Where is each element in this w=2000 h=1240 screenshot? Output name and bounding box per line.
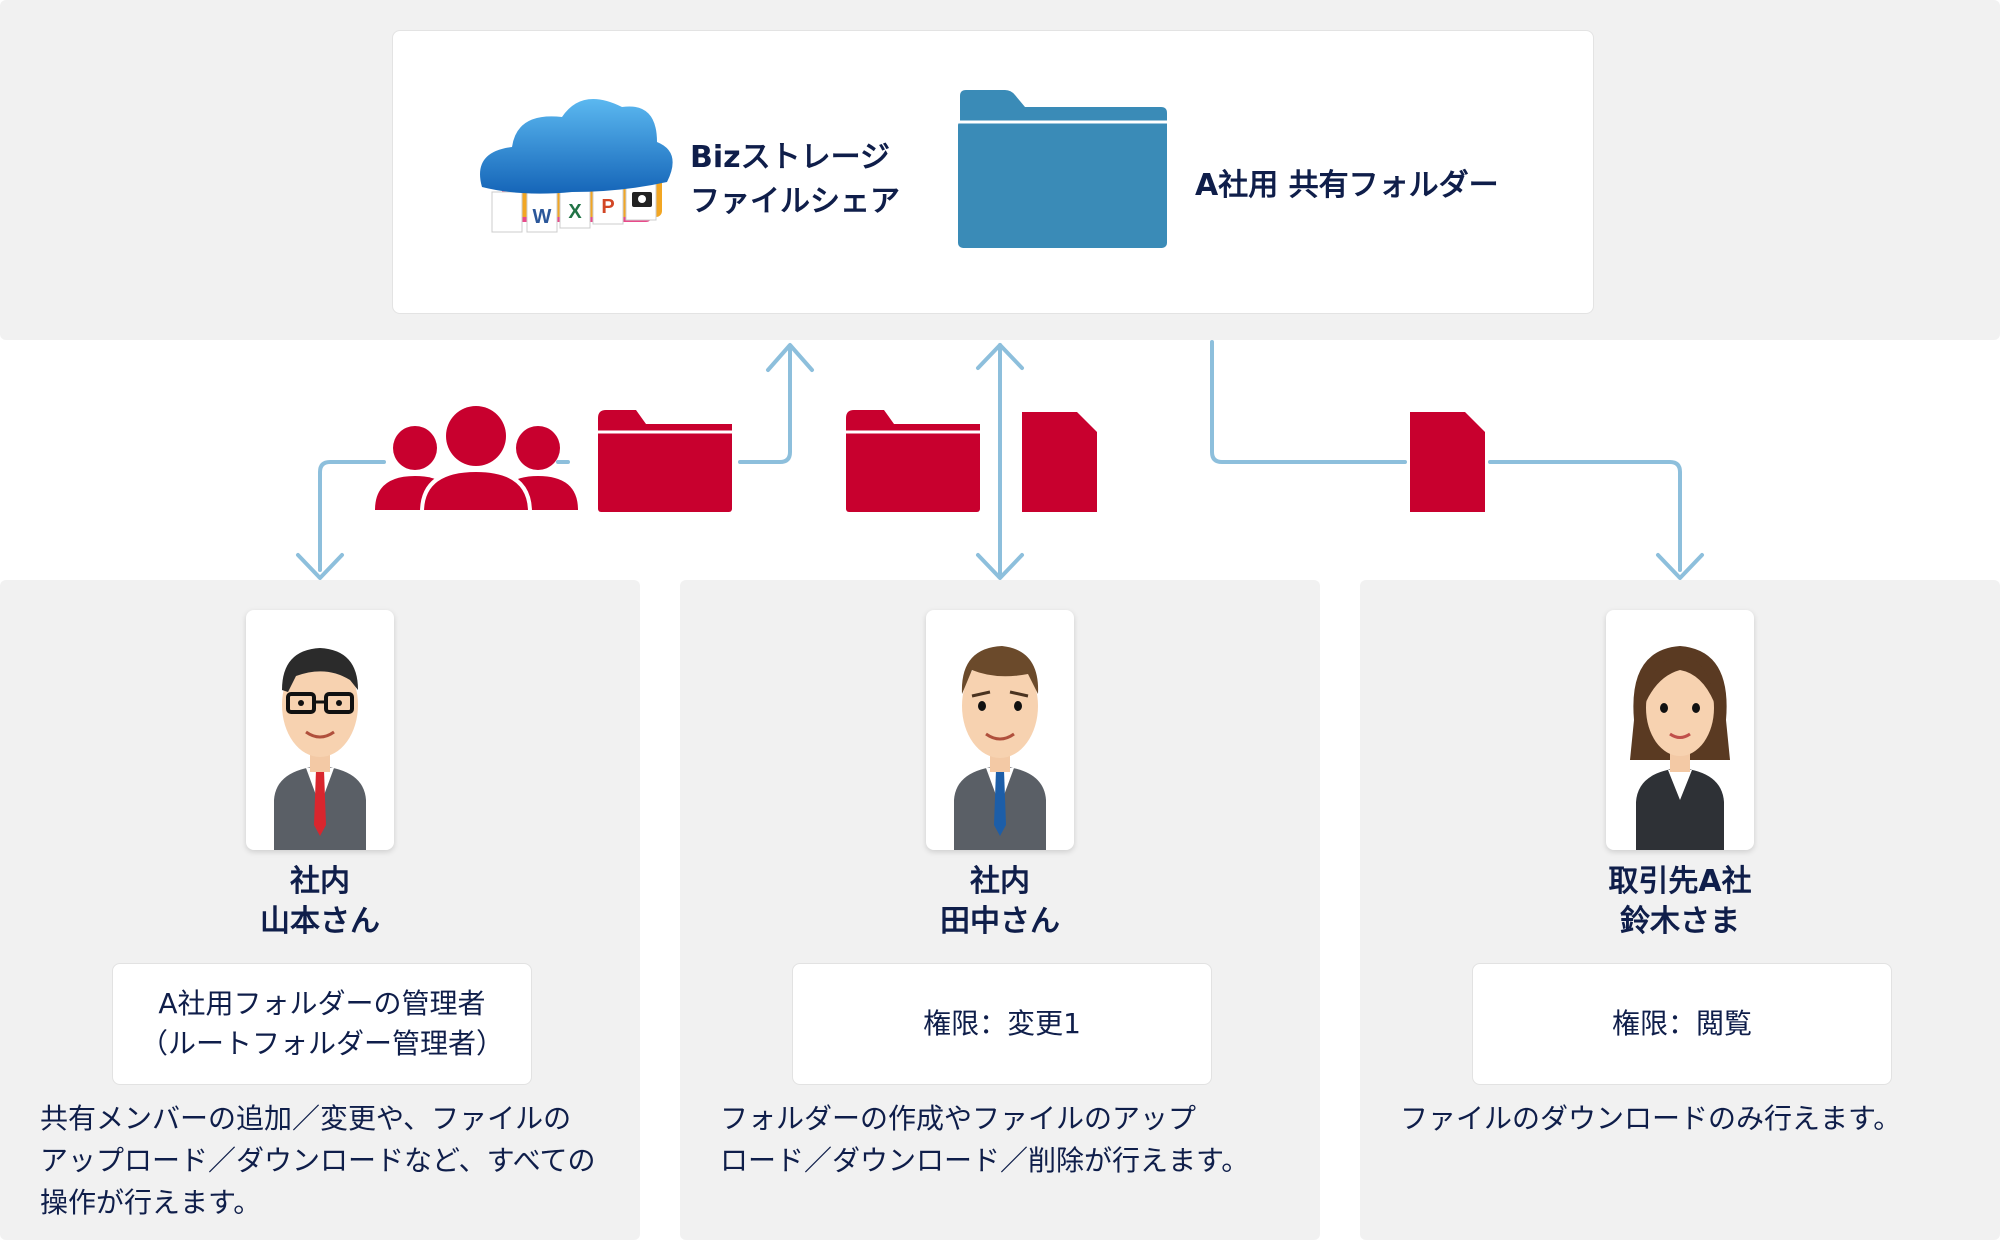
file-letter-w: W	[533, 206, 552, 228]
shared-folder-icon	[958, 90, 1167, 248]
red-file-center-icon	[1022, 412, 1097, 512]
description-line: アップロード／ダウンロードなど、すべての	[40, 1144, 596, 1177]
name-label: 鈴木さま	[1620, 904, 1740, 939]
arrow-head-down-center	[976, 553, 1024, 580]
person-name-yamamoto: 社内 山本さん	[170, 862, 470, 942]
cloud-storage-icon: W X P	[480, 99, 673, 233]
description-line: フォルダーの作成やファイルのアップ	[720, 1102, 1197, 1135]
businesswoman-icon	[1630, 646, 1730, 850]
description-line: ロード／ダウンロード／削除が行えます。	[720, 1144, 1250, 1177]
avatar-suzuki	[1606, 610, 1754, 850]
red-folder-center-icon	[846, 410, 980, 512]
red-file-right-icon	[1410, 412, 1485, 512]
description-yamamoto: 共有メンバーの追加／変更や、ファイルの アップロード／ダウンロードなど、すべての…	[40, 1098, 596, 1224]
arrow-head-up-left	[766, 343, 814, 372]
arrow-head-down-right	[1656, 553, 1704, 580]
description-tanaka: フォルダーの作成やファイルのアップ ロード／ダウンロード／削除が行えます。	[720, 1098, 1249, 1182]
permission-connectors	[296, 340, 1704, 580]
description-line: 操作が行えます。	[40, 1186, 262, 1219]
connector-yamamoto	[318, 346, 792, 572]
description-line: ファイルのダウンロードのみ行えます。	[1400, 1102, 1902, 1135]
name-label: 田中さん	[940, 904, 1060, 939]
avatar-yamamoto	[246, 610, 394, 850]
arrow-head-up-center	[976, 343, 1024, 370]
affiliation-label: 取引先A社	[1608, 864, 1752, 899]
affiliation-label: 社内	[290, 864, 350, 899]
businessman-glasses-icon	[274, 648, 366, 850]
description-suzuki: ファイルのダウンロードのみ行えます。	[1400, 1098, 1901, 1140]
file-letter-p: P	[601, 196, 614, 218]
role-box-suzuki: 権限：閲覧	[1472, 963, 1892, 1085]
businessman-icon	[954, 646, 1046, 850]
affiliation-label: 社内	[970, 864, 1030, 899]
shared-folder-name: A社用 共有フォルダー	[1195, 168, 1499, 203]
person-name-suzuki: 取引先A社 鈴木さま	[1530, 862, 1830, 942]
role-box-yamamoto: A社用フォルダーの管理者 （ルートフォルダー管理者）	[112, 963, 532, 1085]
arrow-head-down-left	[296, 553, 344, 580]
avatar-tanaka	[926, 610, 1074, 850]
product-name: Bizストレージ ファイルシェア	[690, 140, 900, 219]
group-icon	[375, 406, 578, 514]
name-label: 山本さん	[260, 904, 380, 939]
description-line: 共有メンバーの追加／変更や、ファイルの	[40, 1102, 572, 1135]
file-letter-x: X	[568, 201, 582, 223]
role-box-tanaka: 権限：変更1	[792, 963, 1212, 1085]
connector-suzuki	[1210, 340, 1682, 572]
red-folder-left-icon	[598, 410, 732, 512]
person-name-tanaka: 社内 田中さん	[850, 862, 1150, 942]
